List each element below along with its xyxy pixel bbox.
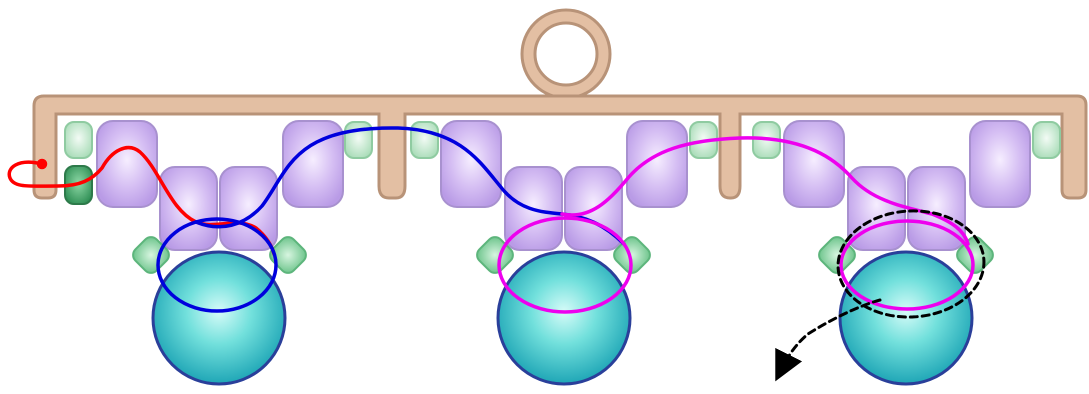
drop-bead: [613, 236, 651, 274]
cube-bead: [783, 120, 845, 208]
hanging-loop-icon: [520, 8, 612, 100]
cube-beads: [96, 120, 1031, 251]
comb-bar: [32, 94, 1088, 200]
seed-bead: [1032, 121, 1061, 159]
cube-bead: [159, 166, 218, 251]
cube-bead: [626, 120, 688, 208]
cube-bead: [440, 120, 502, 208]
cube-bead: [96, 120, 158, 208]
cube-bead: [219, 166, 278, 251]
seed-bead: [64, 121, 93, 159]
cube-bead: [282, 120, 344, 208]
cube-bead: [969, 120, 1031, 208]
round-bead: [151, 250, 287, 386]
seed-bead: [410, 121, 439, 159]
seed-beads: [64, 121, 1061, 159]
round-bead: [496, 250, 632, 386]
drop-bead: [132, 236, 170, 274]
thread-next: [775, 209, 986, 382]
thread-magenta: [497, 136, 975, 314]
